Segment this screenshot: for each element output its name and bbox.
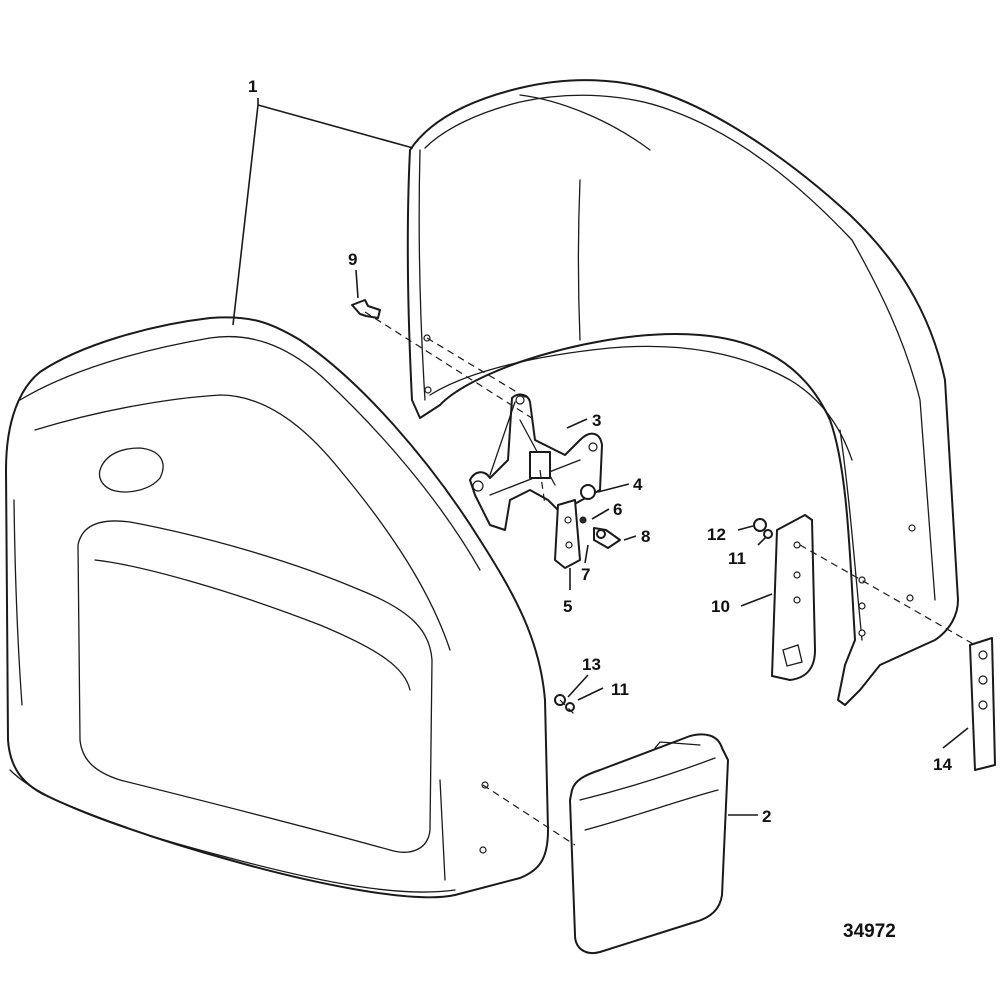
callout-13: 13 (582, 655, 601, 674)
callout-9: 9 (348, 250, 357, 269)
rear-cowl (406, 79, 959, 706)
callout-14: 14 (933, 755, 952, 774)
figure-number: 34972 (843, 921, 896, 942)
side-cover-plate (569, 733, 729, 954)
front-cowl (5, 316, 549, 899)
callout-6: 6 (613, 500, 622, 519)
leader-lines (232, 98, 969, 816)
mounting-plate (969, 637, 996, 771)
strap-bracket (771, 514, 816, 681)
callout-11-lower: 11 (611, 680, 629, 699)
callout-4: 4 (633, 475, 643, 494)
latch-bracket (469, 393, 603, 531)
callout-5: 5 (563, 597, 572, 616)
callout-3: 3 (592, 411, 601, 430)
callout-7: 7 (581, 565, 590, 584)
callout-8: 8 (641, 527, 650, 546)
hardware-pieces (351, 299, 773, 712)
callout-labels: 1 2 3 4 5 6 7 8 9 10 11 11 12 13 14 (248, 77, 952, 826)
callout-1: 1 (248, 77, 257, 96)
callout-10: 10 (711, 597, 730, 616)
assembly-lines (364, 311, 976, 846)
callout-2: 2 (762, 807, 771, 826)
callout-11-upper: 11 (728, 549, 746, 568)
callout-12: 12 (707, 525, 726, 544)
latch-plate (554, 499, 581, 569)
